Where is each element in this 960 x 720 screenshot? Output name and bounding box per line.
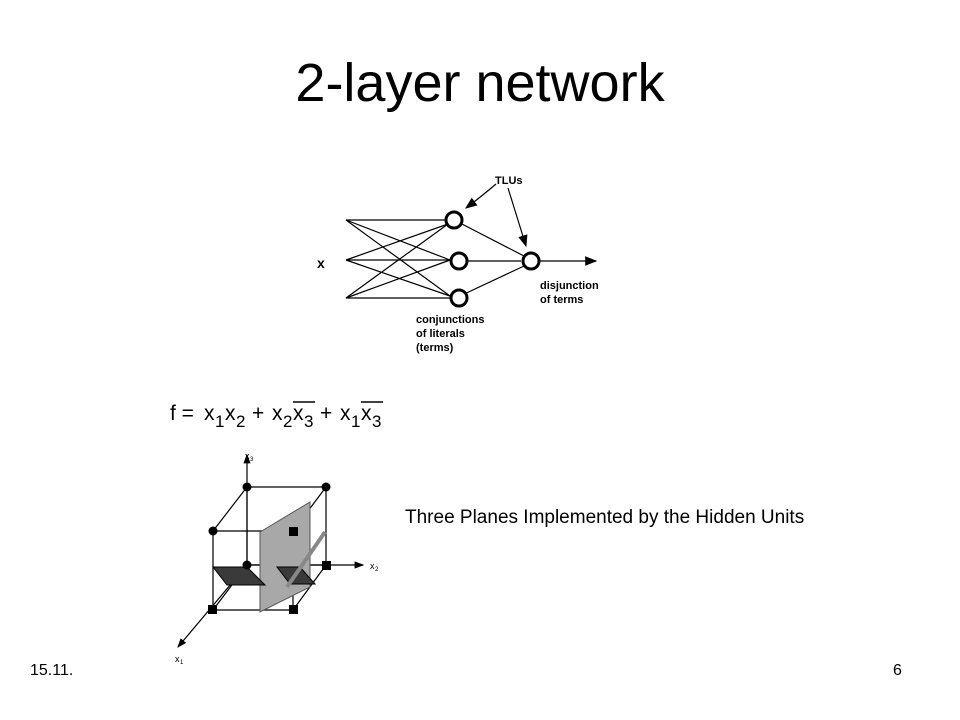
hidden-label-line1: conjunctions bbox=[416, 314, 484, 326]
term3-var2: x bbox=[361, 402, 372, 425]
axis-x1-label: x bbox=[175, 654, 180, 664]
vertex-circle-4 bbox=[242, 560, 252, 570]
vertex-square-1 bbox=[289, 527, 298, 536]
slide-title: 2-layer network bbox=[295, 53, 665, 113]
hidden-label-line2: of literals bbox=[416, 328, 465, 340]
plane-left bbox=[211, 566, 267, 586]
term3-sub1: 1 bbox=[351, 412, 360, 431]
term1-var2: x bbox=[225, 402, 236, 425]
input-label: x bbox=[317, 255, 325, 271]
term1-var1: x bbox=[204, 402, 215, 425]
network-diagram: TLUs x disjunction of terms conjunctions… bbox=[317, 175, 599, 354]
tlu-arrow-2 bbox=[507, 187, 528, 248]
term3-var1: x bbox=[340, 402, 351, 425]
term1-sub2: 2 bbox=[236, 412, 245, 431]
vertex-circle-2 bbox=[321, 482, 331, 492]
cube-diagram: x 3 x 2 x 1 bbox=[175, 451, 379, 666]
hidden-to-output-connections bbox=[459, 222, 525, 297]
term2-var1: x bbox=[272, 402, 283, 425]
axis-x3-label: x bbox=[245, 451, 250, 461]
term2-sub2: 3 bbox=[304, 412, 313, 431]
term3-sub2: 3 bbox=[372, 412, 381, 431]
hidden-label-line3: (terms) bbox=[416, 342, 454, 354]
term1-sub1: 1 bbox=[215, 412, 224, 431]
page-number: 6 bbox=[893, 662, 902, 679]
hidden-node-2 bbox=[449, 251, 469, 271]
axis-x1-sub: 1 bbox=[180, 660, 184, 666]
input-connections bbox=[345, 219, 451, 299]
axis-x2-label: x bbox=[370, 561, 375, 571]
footer-date: 15.11. bbox=[30, 662, 74, 679]
plus-1: + bbox=[252, 402, 264, 425]
plus-2: + bbox=[320, 402, 332, 425]
vertex-square-4 bbox=[289, 605, 298, 614]
diagram-caption: Three Planes Implemented by the Hidden U… bbox=[405, 507, 805, 528]
output-label-line2: of terms bbox=[540, 294, 583, 306]
axis-x3-sub: 3 bbox=[250, 457, 254, 463]
formula-lhs: f = bbox=[170, 402, 200, 425]
output-node bbox=[521, 251, 541, 271]
plane-diagonal bbox=[285, 530, 327, 589]
output-label-line1: disjunction bbox=[540, 280, 599, 292]
tlus-label: TLUs bbox=[495, 175, 523, 187]
hidden-node-1 bbox=[444, 210, 464, 230]
plane-vertical bbox=[259, 501, 311, 613]
boolean-formula: f = x 1 x 2 + x 2 x 3 + x 1 x 3 bbox=[170, 401, 383, 431]
vertex-circle-3 bbox=[208, 526, 218, 536]
hidden-node-3 bbox=[449, 288, 469, 308]
term2-var2: x bbox=[293, 402, 304, 425]
vertex-circle-1 bbox=[242, 482, 252, 492]
axis-x2-sub: 2 bbox=[375, 567, 379, 573]
tlu-arrow-1 bbox=[465, 183, 497, 209]
vertex-square-2 bbox=[322, 561, 331, 570]
vertex-square-3 bbox=[208, 605, 217, 614]
term2-sub1: 2 bbox=[283, 412, 292, 431]
